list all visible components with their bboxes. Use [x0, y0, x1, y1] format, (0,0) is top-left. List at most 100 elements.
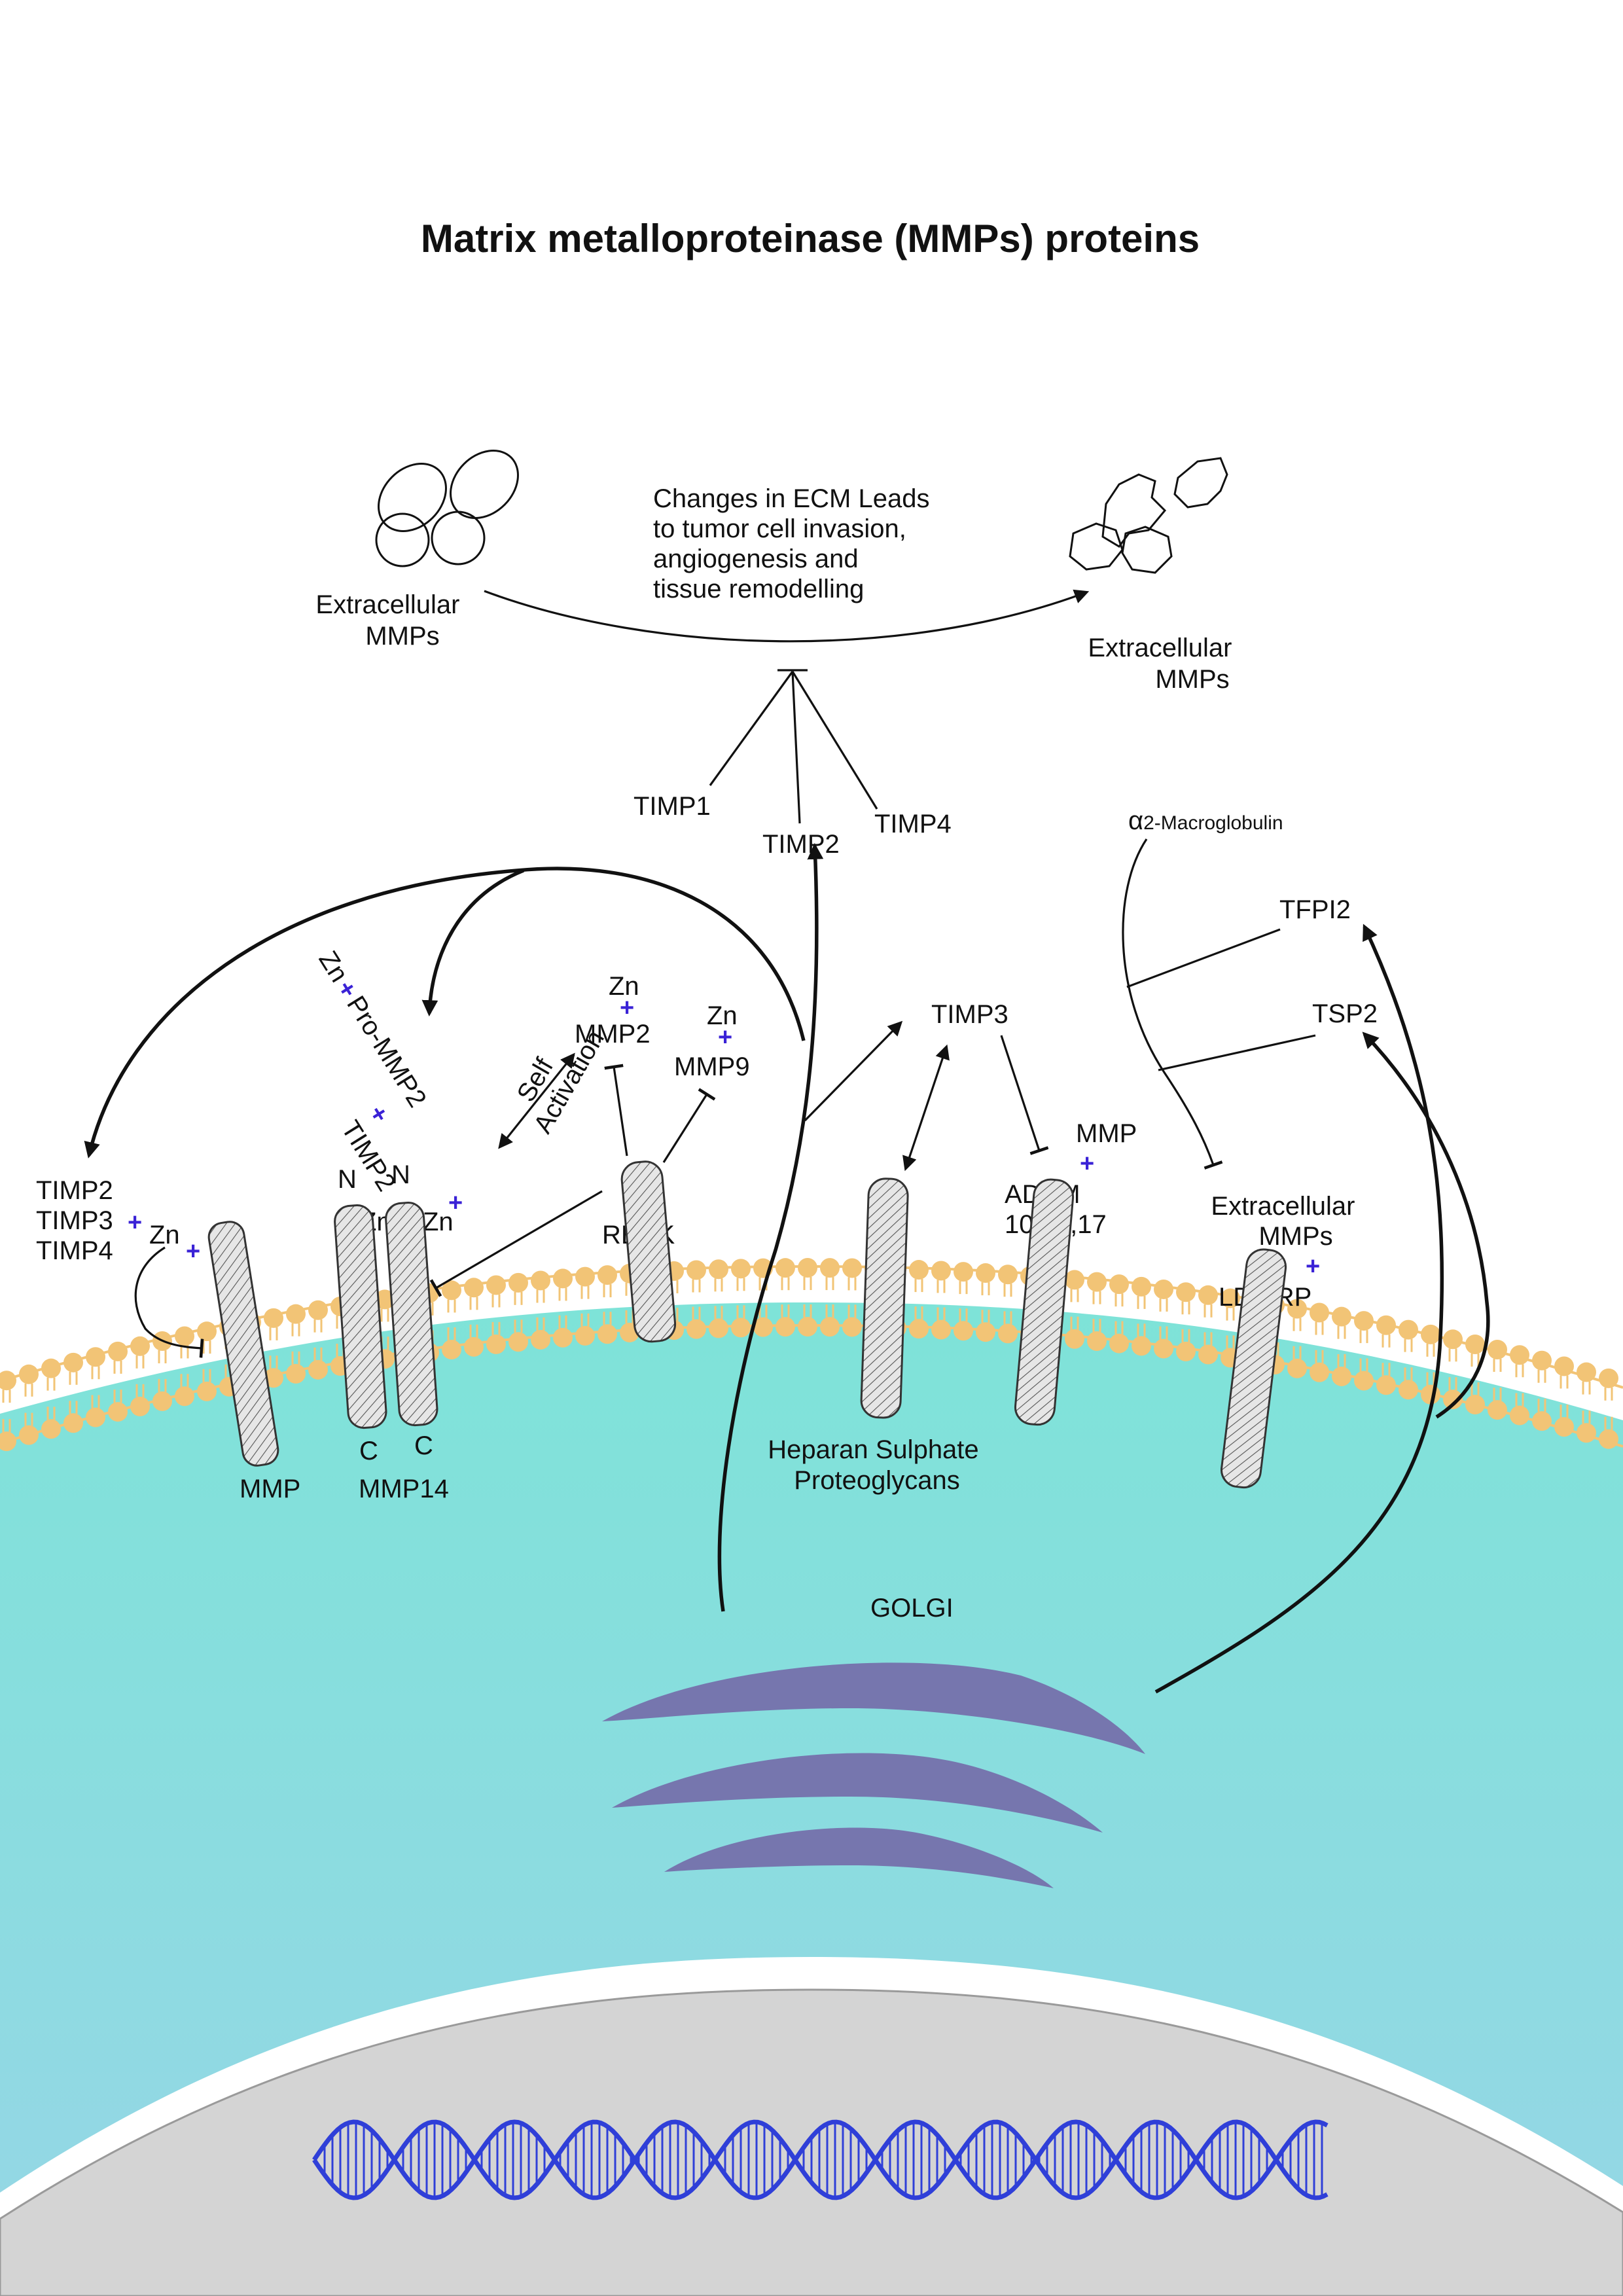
- lipid-head: [286, 1304, 306, 1324]
- alpha2-inhibition-line: [1122, 838, 1223, 1170]
- lipid-head: [931, 1319, 951, 1340]
- lipid-head: [264, 1368, 283, 1388]
- tsp2-inhibition-line: [1158, 1034, 1316, 1071]
- lipid-head: [709, 1259, 728, 1280]
- ecm-fragment-2: [1173, 457, 1228, 509]
- reck-mmp14-inhibition: [429, 1190, 603, 1297]
- lipid-head: [1132, 1276, 1151, 1297]
- self-activation-arrow: [498, 1052, 575, 1149]
- ecm-oval-1: [378, 463, 447, 532]
- mmp14-n-label-1: N: [338, 1165, 357, 1194]
- lipid-head: [1221, 1288, 1240, 1308]
- lipid-head: [41, 1419, 61, 1439]
- to-timp3-arrow: [804, 1020, 903, 1122]
- lipid-head: [1109, 1333, 1129, 1354]
- lipid-head: [709, 1318, 728, 1338]
- timp3-label: TIMP3: [931, 1000, 1008, 1029]
- lipid-head: [197, 1321, 217, 1342]
- mmp14-c-label-1: C: [359, 1437, 378, 1465]
- reck-protein: [620, 1160, 677, 1343]
- zn-left-plus: +: [186, 1238, 200, 1265]
- timp1-inhibition-line: [709, 671, 794, 786]
- lipid-head: [464, 1278, 484, 1298]
- golgi-cisterna-3: [664, 1827, 1054, 1888]
- membrane-proteins: [207, 1160, 1287, 1489]
- lipid-head: [1532, 1411, 1552, 1431]
- zn-left-label: Zn: [149, 1221, 180, 1249]
- ecm-fragment-3: [1069, 522, 1124, 571]
- lipid-head: [776, 1258, 795, 1278]
- lipid-head: [1198, 1285, 1218, 1305]
- lipid-head: [1376, 1375, 1396, 1395]
- mmp14-protein-1: [334, 1204, 387, 1429]
- lipid-head: [776, 1317, 795, 1337]
- lipid-head: [1577, 1362, 1596, 1382]
- lipid-head: [909, 1260, 929, 1280]
- lipid-head: [1421, 1324, 1440, 1344]
- mmp2-zn-label: Zn: [609, 972, 639, 1001]
- heparan-sulphate-protein: [860, 1177, 909, 1419]
- golgi-cisterna-1: [602, 1662, 1145, 1754]
- timp4-label: TIMP4: [874, 810, 952, 838]
- lipid-head: [264, 1308, 283, 1328]
- lipid-head: [531, 1270, 550, 1291]
- lipid-head: [1443, 1390, 1463, 1410]
- svg-text:Zn+Pro-MMP2: Zn+Pro-MMP2: [313, 946, 431, 1112]
- lipid-head: [308, 1300, 328, 1320]
- mmp2-label: MMP2: [575, 1020, 651, 1049]
- lipid-head: [1154, 1279, 1173, 1299]
- lipid-head: [1443, 1329, 1463, 1350]
- lipid-head: [19, 1364, 39, 1384]
- lipid-head: [442, 1340, 461, 1360]
- lipid-head: [375, 1289, 395, 1310]
- golgi-apparatus: [602, 1662, 1145, 1888]
- lipid-head: [687, 1260, 706, 1280]
- tsp2-label: TSP2: [1312, 999, 1378, 1028]
- reck-mmp9-inhibition: [662, 1088, 716, 1163]
- lipid-head: [998, 1265, 1018, 1285]
- lipid-head: [976, 1322, 995, 1342]
- mmp-transmembrane-protein: [207, 1221, 279, 1467]
- lipid-head: [1287, 1358, 1307, 1378]
- dna-strand: [312, 2119, 1329, 2200]
- lipid-head: [1488, 1340, 1507, 1360]
- ecm-fragment-4: [1121, 526, 1173, 574]
- lipid-head: [508, 1272, 528, 1293]
- mmp9-label: MMP9: [674, 1052, 750, 1081]
- degraded-ecm-icon: [1069, 457, 1228, 574]
- ecm-circle-2: [431, 511, 486, 565]
- mmp14-c-label-2: C: [414, 1431, 433, 1460]
- lipid-head: [175, 1326, 194, 1346]
- tfpi2-label: TFPI2: [1279, 895, 1351, 924]
- lipid-head: [1577, 1423, 1596, 1443]
- mmp-adam-label: MMP: [1076, 1119, 1137, 1148]
- lipid-head: [1399, 1380, 1418, 1400]
- lipid-head: [130, 1336, 150, 1356]
- lipid-head: [1287, 1299, 1307, 1319]
- lipid-head: [842, 1317, 862, 1337]
- lipid-head: [1310, 1362, 1329, 1382]
- timp2-inhibition-line: [791, 671, 801, 824]
- lipid-head: [575, 1266, 595, 1287]
- lipid-head: [0, 1371, 16, 1391]
- lipid-head: [1488, 1400, 1507, 1420]
- lipid-head: [86, 1347, 105, 1367]
- timp3-heparan-arrow: [902, 1044, 950, 1172]
- lipid-head: [19, 1425, 39, 1445]
- lipid-head: [1599, 1429, 1618, 1449]
- page-title: Matrix metalloproteinase (MMPs) proteins: [421, 217, 1200, 260]
- lipid-head: [86, 1407, 105, 1427]
- lipid-head: [909, 1319, 929, 1339]
- lipid-head: [63, 1413, 83, 1433]
- lipid-head: [1354, 1371, 1374, 1391]
- ecm-remodelling-arrow: [484, 589, 1090, 643]
- lipid-head: [1465, 1395, 1485, 1415]
- lipid-head: [41, 1358, 61, 1378]
- lipid-head: [1132, 1336, 1151, 1356]
- lipid-head: [152, 1391, 172, 1411]
- lipid-head: [1354, 1311, 1374, 1331]
- adam-protein: [1014, 1178, 1075, 1426]
- golgi-to-tfpi2-arrow: [1154, 924, 1444, 1694]
- lipid-head: [954, 1262, 973, 1282]
- mmp14-n-label-2: N: [391, 1160, 410, 1189]
